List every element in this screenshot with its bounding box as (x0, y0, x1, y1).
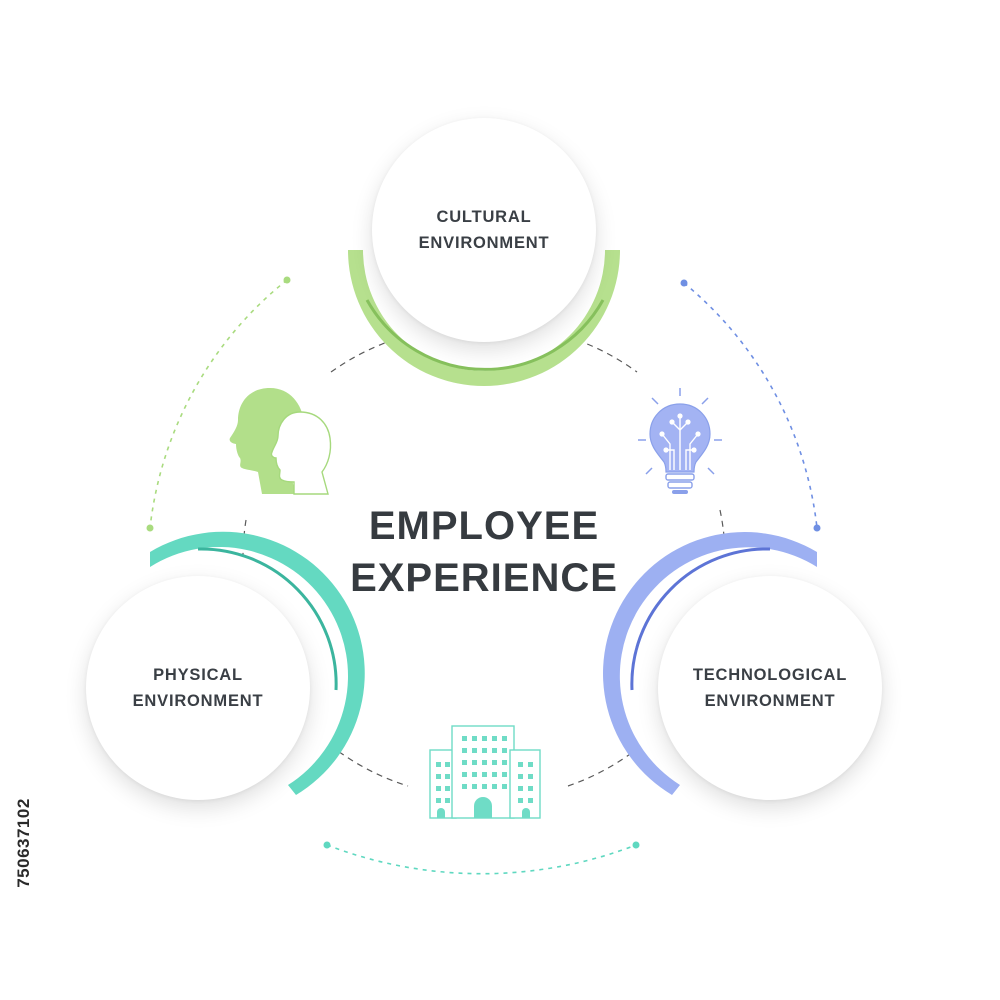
arc-dot (323, 841, 331, 849)
node-physical-environment: PHYSICAL ENVIRONMENT (86, 576, 310, 800)
technological-ring (603, 532, 817, 795)
node-label-line1: CULTURAL (436, 208, 532, 226)
head-silhouette-icon (229, 388, 332, 495)
title-line1: EMPLOYEE (368, 504, 600, 548)
inner-arc-cultural-right (576, 339, 638, 373)
node-label-line2: ENVIRONMENT (704, 692, 836, 710)
physical-ring (150, 531, 365, 795)
cultural-ring (348, 250, 620, 386)
node-label-line2: ENVIRONMENT (418, 234, 550, 252)
building-windows (436, 736, 533, 803)
arc-dot (283, 276, 291, 284)
outer-arc-teal (323, 841, 640, 875)
arc-dot (680, 279, 688, 287)
node-label-line1: TECHNOLOGICAL (692, 666, 848, 684)
node-technological-environment: TECHNOLOGICAL ENVIRONMENT (658, 576, 882, 800)
center-title: EMPLOYEE EXPERIENCE (300, 500, 668, 604)
arc-dot (813, 524, 821, 532)
node-label-line2: ENVIRONMENT (132, 692, 264, 710)
building-door (474, 797, 492, 818)
lightbulb-circuit-icon (638, 388, 722, 494)
title-line2: EXPERIENCE (350, 556, 618, 600)
arc-dot (146, 524, 154, 532)
outer-arc-blue (680, 279, 821, 532)
stock-id-watermark: 750637102 (12, 768, 36, 918)
inner-arc-cultural-left (330, 339, 394, 373)
stock-id-text: 750637102 (14, 798, 33, 888)
outer-arc-green (146, 276, 291, 532)
node-label-line1: PHYSICAL (153, 666, 243, 684)
inner-arc-right-upper (719, 509, 726, 551)
node-cultural-environment: CULTURAL ENVIRONMENT (372, 118, 596, 342)
office-building-icon (429, 725, 541, 819)
inner-arc-bottom-left (329, 744, 409, 787)
arc-dot (632, 841, 640, 849)
